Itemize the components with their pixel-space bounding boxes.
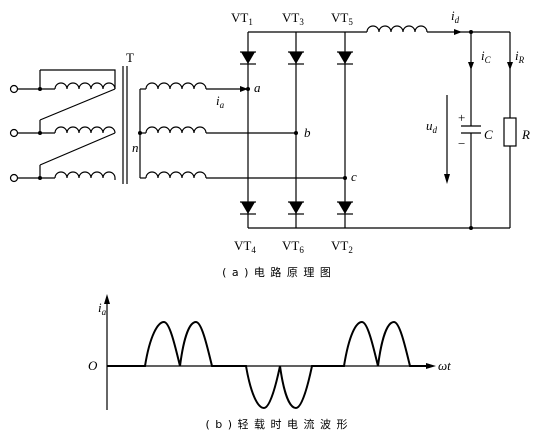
waveform-origin: O bbox=[88, 358, 98, 373]
waveform-y-label: ia bbox=[98, 300, 107, 317]
dc-voltage-arrow bbox=[444, 95, 450, 184]
dc-current-label: id bbox=[451, 8, 460, 25]
dc-voltage-label: ud bbox=[426, 118, 438, 135]
label-vt6: VT6 bbox=[282, 238, 304, 255]
resistor-branch bbox=[503, 32, 517, 228]
bridge-rails bbox=[247, 31, 510, 229]
label-vt5: VT5 bbox=[331, 10, 353, 27]
waveform-x-label: ωt bbox=[438, 358, 451, 373]
label-vt2: VT2 bbox=[331, 238, 353, 255]
thyristors-upper bbox=[240, 51, 353, 65]
thyristor-vt3 bbox=[288, 51, 304, 65]
neutral-label: n bbox=[132, 140, 139, 155]
node-b-label: b bbox=[304, 125, 311, 140]
thyristor-vt4 bbox=[240, 201, 256, 215]
thyristor-vt1 bbox=[240, 51, 256, 65]
cap-minus: − bbox=[458, 136, 465, 151]
input-terminals bbox=[9, 70, 55, 183]
capacitor-branch bbox=[461, 30, 481, 230]
label-vt3: VT3 bbox=[282, 10, 304, 27]
label-vt4: VT4 bbox=[234, 238, 256, 255]
primary-windings bbox=[39, 69, 116, 180]
phase-lines bbox=[206, 86, 347, 180]
dc-inductor bbox=[366, 25, 510, 35]
transformer-core: T bbox=[122, 50, 134, 184]
cap-plus: + bbox=[458, 110, 465, 125]
secondary-windings: n bbox=[132, 82, 207, 179]
thyristors-lower bbox=[240, 201, 353, 215]
label-vt1: VT1 bbox=[231, 10, 253, 27]
thyristor-vt5 bbox=[337, 51, 353, 65]
cap-label: C bbox=[484, 127, 493, 142]
node-c-label: c bbox=[351, 169, 357, 184]
thyristor-vt2 bbox=[337, 201, 353, 215]
current-waveform bbox=[107, 320, 426, 410]
thyristor-vt6 bbox=[288, 201, 304, 215]
phase-current-label: ia bbox=[216, 93, 225, 110]
waveform-axes bbox=[104, 294, 436, 410]
cap-current-label: iC bbox=[481, 48, 492, 65]
node-a-label: a bbox=[254, 80, 261, 95]
caption-a: ( a ) 电 路 原 理 图 bbox=[222, 266, 332, 279]
caption-b: ( b ) 轻 载 时 电 流 波 形 bbox=[205, 417, 348, 431]
transformer-label: T bbox=[126, 50, 134, 65]
res-label: R bbox=[521, 127, 530, 142]
load-current-label: iR bbox=[515, 48, 525, 65]
